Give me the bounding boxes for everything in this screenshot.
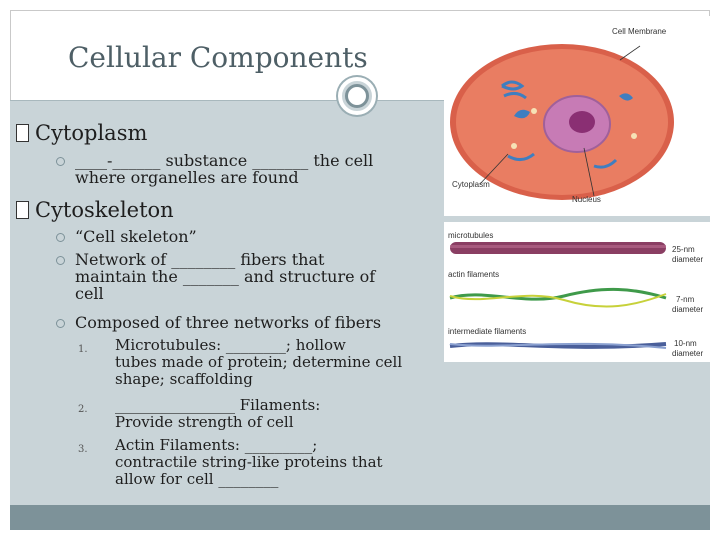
- cytoplasm-label: Cytoplasm: [452, 180, 490, 189]
- intermediate-fiber-strand: [449, 342, 667, 349]
- organelles-shape: [501, 80, 618, 169]
- nucleolus-shape: [569, 111, 595, 133]
- list-item-text: ____-______ substance _______ the cell w…: [75, 151, 374, 187]
- missing-glyph-icon: [16, 201, 29, 219]
- numbered-item-text: Actin Filaments: _________; contractile …: [115, 436, 383, 488]
- nucleus-label: Nucleus: [572, 195, 601, 204]
- filament-illustration: microtubules 25-nm diameter actin filame…: [444, 222, 710, 362]
- microtubules-label: microtubules: [448, 231, 493, 240]
- list-item-text: Composed of three networks of fibers: [75, 313, 382, 332]
- intermediate-label: intermediate filaments: [448, 327, 526, 336]
- bullet-ring-icon: [56, 233, 65, 242]
- section-heading-cytoskeleton: Cytoskeleton: [16, 198, 174, 222]
- microtubules-unit: diameter: [672, 255, 703, 264]
- title-area: Cellular Components: [10, 11, 445, 99]
- slide-title: Cellular Components: [68, 41, 368, 74]
- item-number: 3.: [78, 444, 88, 455]
- item-number: 2.: [78, 404, 88, 415]
- actin-fiber-strand: [449, 293, 667, 308]
- nucleus-pointer: [583, 147, 595, 197]
- bullet-ring-icon: [56, 256, 65, 265]
- footer-band: [10, 505, 710, 530]
- numbered-item-text: ________________ Filaments: Provide stre…: [115, 396, 321, 431]
- actin-label: actin filaments: [448, 270, 499, 279]
- vesicle-shape: [531, 108, 537, 114]
- mitochondria-shape: [514, 93, 633, 119]
- cytoplasm-pointer: [479, 153, 509, 185]
- numbered-item-text: Microtubules: ________; hollow tubes mad…: [115, 336, 403, 388]
- filament-diagram: microtubules 25-nm diameter actin filame…: [444, 222, 710, 362]
- vesicle-shape: [511, 143, 517, 149]
- list-item-text: Network of ________ fibers that maintain…: [75, 250, 376, 303]
- cell-illustration: Cell Membrane Cytoplasm Nucleus: [444, 16, 710, 216]
- intermediate-size: 10-nm: [674, 339, 697, 348]
- section-heading-label: Cytoplasm: [35, 121, 148, 145]
- actin-size: 7-nm: [676, 295, 695, 304]
- bullet-ring-icon: [56, 157, 65, 166]
- membrane-pointer: [619, 45, 641, 61]
- missing-glyph-icon: [16, 124, 29, 142]
- bullet-ring-icon: [56, 319, 65, 328]
- section-heading-cytoplasm: Cytoplasm: [16, 121, 147, 145]
- cell-diagram: Cell Membrane Cytoplasm Nucleus: [444, 16, 710, 216]
- list-item-text: “Cell skeleton”: [75, 227, 197, 246]
- microtubule-highlight: [450, 245, 666, 248]
- vesicle-shape: [631, 133, 637, 139]
- microtubules-size: 25-nm: [672, 245, 695, 254]
- title-ornament: [338, 77, 376, 115]
- actin-unit: diameter: [672, 305, 703, 314]
- section-heading-label: Cytoskeleton: [35, 198, 174, 222]
- actin-fiber: [449, 287, 667, 301]
- item-number: 1.: [78, 344, 88, 355]
- intermediate-unit: diameter: [672, 349, 703, 358]
- membrane-label: Cell Membrane: [612, 27, 667, 36]
